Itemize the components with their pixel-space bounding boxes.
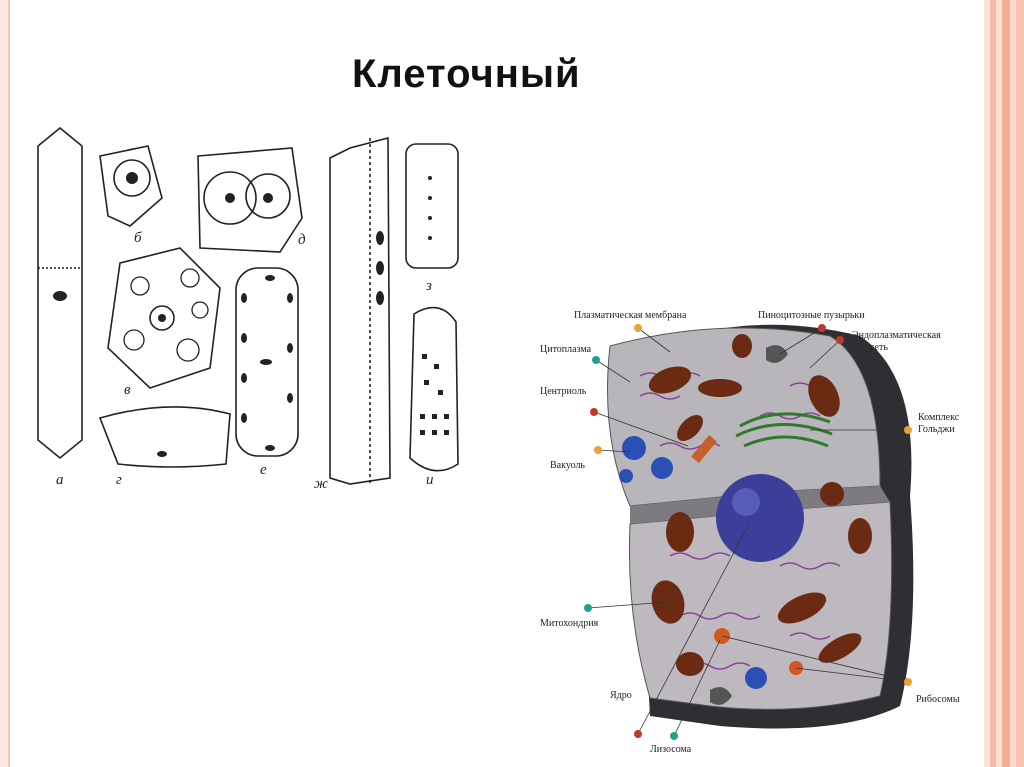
letter-e: е [260, 462, 267, 478]
label-golgi-line1: Комплекс [918, 412, 960, 423]
label-lysosome: Лизосома [650, 744, 692, 755]
cell-b-outline [99, 145, 163, 227]
vacuoles-group [619, 436, 767, 689]
label-centriole: Центриоль [540, 386, 587, 397]
label-ribosomes: Рибосомы [916, 694, 960, 705]
left-decor-rule [0, 0, 8, 767]
plant-cells-figure: а б в г д е ж з и [37, 126, 459, 492]
cell-a-outline [37, 126, 83, 460]
letter-d: д [298, 232, 306, 248]
letter-zh: ж [314, 476, 328, 492]
label-pinocytic-vesicles: Пиноцитозные пузырьки [758, 310, 865, 321]
cell-z-outline [405, 143, 459, 269]
label-golgi-line2: Гольджи [918, 424, 955, 435]
centriole [691, 435, 717, 463]
letter-i: и [426, 472, 434, 488]
label-plasma-membrane: Плазматическая мембрана [574, 310, 687, 321]
label-nucleus: Ядро [610, 690, 632, 701]
cell-e-outline [235, 267, 299, 457]
cell-d-outline [197, 147, 303, 253]
letter-b: б [134, 230, 142, 246]
label-mitochondria: Митохондрия [540, 618, 599, 629]
right-stripe-decor [984, 0, 1024, 767]
cell-i-outline [409, 306, 459, 472]
cell-zh-outline [329, 136, 391, 485]
cell-v-outline [107, 247, 221, 389]
letter-g: г [116, 472, 122, 488]
label-er-line1: Эндоплазматическая [852, 330, 941, 341]
label-er-line2: сеть [870, 342, 888, 353]
label-pins [584, 324, 912, 740]
letter-z: з [425, 278, 432, 294]
label-vacuole: Вакуоль [550, 460, 585, 471]
letter-v: в [124, 382, 131, 398]
letter-a: а [56, 472, 64, 488]
slide-title: Клеточный [352, 52, 581, 96]
animal-cell-figure: Плазматическая мембрана Пиноцитозные пуз… [540, 310, 960, 755]
label-cytoplasm: Цитоплазма [540, 344, 592, 355]
cell-g-outline [98, 406, 231, 468]
nucleus [716, 474, 804, 562]
